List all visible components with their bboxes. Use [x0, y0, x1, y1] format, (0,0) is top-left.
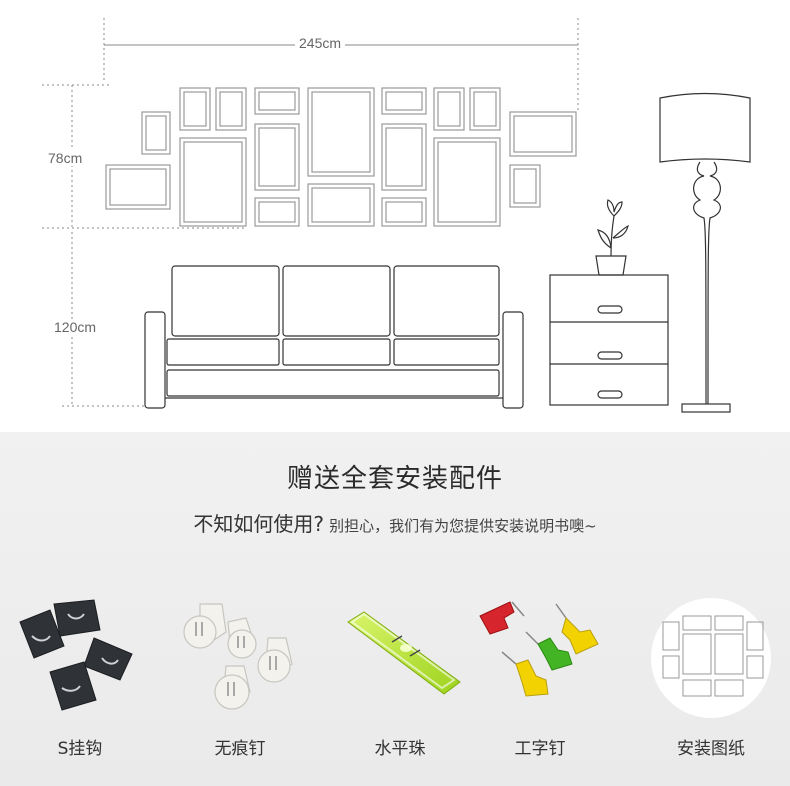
cabinet-icon [549, 199, 669, 406]
accessories-panel: 赠送全套安装配件 不知如何使用? 别担心，我们有为您提供安装说明书噢~ S挂钩 [0, 432, 790, 786]
picture-frames [105, 87, 577, 227]
frames-height-label: 78cm [44, 150, 87, 166]
s-hook-icon [19, 599, 133, 711]
accessory-label-traceless-nail: 无痕钉 [214, 739, 266, 759]
accessory-label-s-hook: S挂钩 [57, 739, 103, 759]
accessory-installation-drawing: 安装图纸 [641, 592, 781, 762]
accessory-push-pin: 工字钉 [470, 592, 610, 762]
accessory-label-push-pin: 工字钉 [514, 739, 566, 759]
answer-text: 别担心，我们有为您提供安装说明书噢~ [329, 517, 597, 535]
push-pin-icon [479, 601, 599, 697]
accessory-label-spirit-level: 水平珠 [374, 739, 426, 759]
wall-layout-illustration: 245cm 78cm 120cm [42, 18, 751, 413]
accessory-label-installation-drawing: 安装图纸 [677, 739, 745, 759]
installation-drawing-icon [651, 598, 771, 718]
traceless-nail-icon [183, 603, 293, 710]
question-text: 不知如何使用? [193, 512, 324, 536]
instructions-note: 不知如何使用? 别担心，我们有为您提供安装说明书噢~ [0, 508, 790, 537]
accessories-title: 赠送全套安装配件 [286, 464, 503, 494]
layout-diagram [42, 18, 751, 413]
accessory-traceless-nail: 无痕钉 [170, 592, 310, 762]
accessory-s-hook: S挂钩 [10, 592, 150, 762]
width-dimension-label: 245cm [295, 35, 346, 51]
sofa-height-label: 120cm [50, 319, 101, 335]
spirit-level-icon [347, 611, 461, 695]
accessory-spirit-level: 水平珠 [330, 592, 470, 762]
sofa-icon [144, 265, 524, 409]
floor-lamp-icon [659, 92, 751, 413]
